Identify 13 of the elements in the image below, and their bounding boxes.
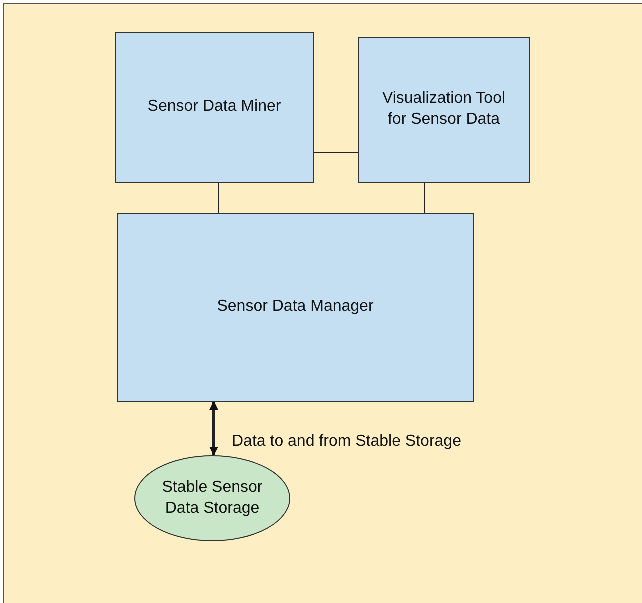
connector-line [218, 182, 220, 214]
node-label: Sensor Data Miner [148, 97, 282, 118]
node-label: Stable Sensor Data Storage [161, 478, 264, 518]
edge-label: Data to and from Stable Storage [232, 432, 462, 450]
process-box [117, 213, 474, 402]
node-label: Visualization Tool for Sensor Data [381, 89, 507, 130]
connector-line [314, 152, 358, 154]
process-box [358, 37, 530, 183]
node-label: Sensor Data Manager [217, 297, 374, 318]
double-arrow [210, 401, 218, 456]
storage-ellipse [134, 455, 291, 542]
process-box [115, 32, 314, 183]
connector-line [424, 182, 426, 214]
